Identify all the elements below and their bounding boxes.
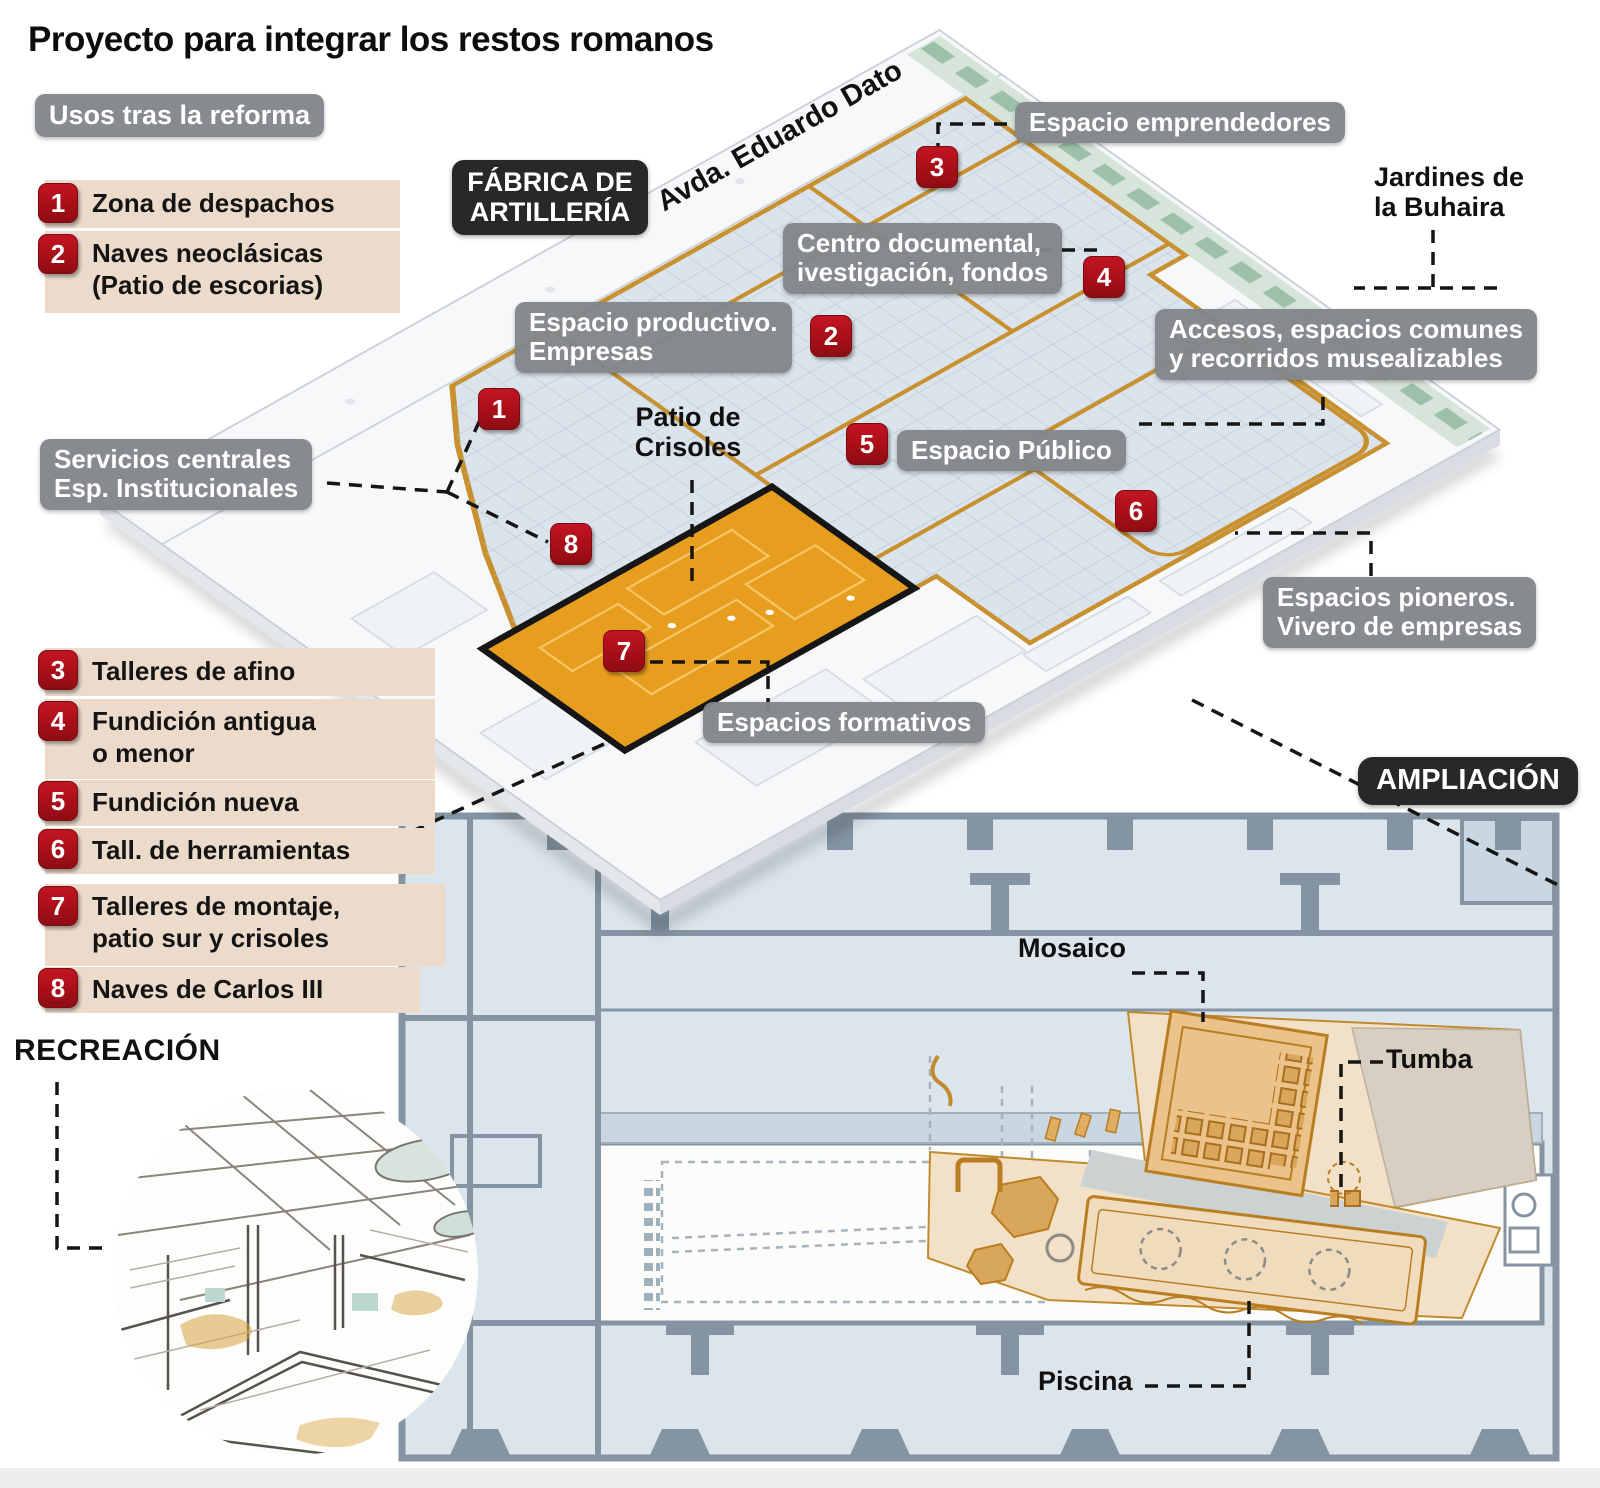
legend-item-5: Fundición nueva [92,787,299,817]
legend-stripe [45,648,435,696]
legend-stripe [45,967,420,1013]
legend-item-3: Talleres de afino [92,656,296,686]
label-espacio-productivo: Espacio productivo. Empresas [515,302,792,373]
map-marker-2: 2 [810,315,852,357]
legend-num-1: 1 [38,183,78,223]
map-marker-1: 1 [478,388,520,430]
map-marker-4: 4 [1083,256,1125,298]
label-tumba: Tumba [1386,1044,1473,1074]
map-marker-8: 8 [550,523,592,565]
legend-num-6: 6 [38,829,78,869]
map-marker-5: 5 [846,423,888,465]
legend-num-7: 7 [38,886,78,926]
map-marker-3: 3 [916,146,958,188]
label-servicios-centrales: Servicios centrales Esp. Institucionales [40,439,313,510]
legend-item-4: Fundición antigua o menor [92,706,316,768]
map-marker-6: 6 [1115,490,1157,532]
label-centro-documental: Centro documental, ivestigación, fondos [783,223,1063,294]
map-marker-7: 7 [603,630,645,672]
label-espacio-publico: Espacio Público [897,430,1126,472]
legend-item-6: Tall. de herramientas [92,835,351,865]
site-name-badge: FÁBRICA DE ARTILLERÍA [452,160,648,236]
legend-header: Usos tras la reforma [35,94,325,137]
legend-num-5: 5 [38,781,78,821]
page-title: Proyecto para integrar los restos romano… [28,20,714,59]
label-espacios-formativos: Espacios formativos [703,702,986,744]
legend-item-2: Naves neoclásicas (Patio de escorias) [92,238,324,300]
legend-stripe [45,231,400,313]
label-jardines-buhaira: Jardines de la Buhaira [1374,162,1525,223]
label-espacios-pioneros: Espacios pioneros. Vivero de empresas [1263,577,1537,648]
legend-stripe [45,699,435,779]
legend-stripe [45,828,435,874]
label-accesos: Accesos, espacios comunes y recorridos m… [1155,309,1538,380]
legend-num-3: 3 [38,650,78,690]
ampliacion-badge: AMPLIACIÓN [1358,757,1578,805]
legend-num-4: 4 [38,701,78,741]
legend-num-8: 8 [38,968,78,1008]
recreacion-heading: RECREACIÓN [14,1034,221,1067]
legend-item-8: Naves de Carlos III [92,974,324,1004]
legend-item-7: Talleres de montaje, patio sur y crisole… [92,891,341,953]
label-espacio-emprendedores: Espacio emprendedores [1015,102,1345,144]
legend-num-2: 2 [38,234,78,274]
legend-stripe [45,780,435,826]
label-mosaico: Mosaico [1018,933,1127,963]
label-piscina: Piscina [1038,1366,1133,1396]
legend-item-1: Zona de despachos [92,188,335,218]
legend-stripe [45,180,400,228]
legend-stripe [45,884,445,966]
label-patio-crisoles: Patio de Crisoles [634,402,742,463]
